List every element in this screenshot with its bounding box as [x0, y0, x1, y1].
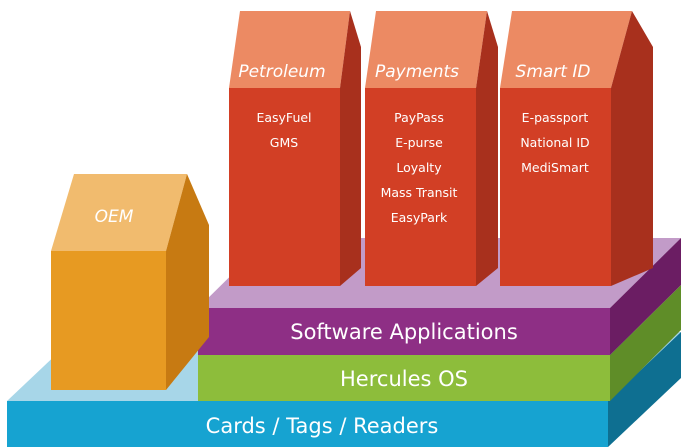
petroleum-item: EasyFuel	[256, 110, 311, 125]
os-layer-label: Hercules OS	[340, 367, 468, 391]
payments-item: E-purse	[395, 135, 443, 150]
layer-hercules-os: Hercules OS	[198, 285, 681, 401]
payments-item: EasyPark	[391, 210, 448, 225]
petroleum-roof	[229, 11, 350, 88]
oem-side	[166, 174, 209, 390]
oem-roof	[51, 174, 187, 251]
os-layer-side	[610, 285, 681, 401]
smart-id-roof	[500, 11, 632, 88]
smart-id-title: Smart ID	[516, 62, 591, 82]
payments-item: PayPass	[394, 110, 444, 125]
petroleum-front	[229, 88, 340, 286]
payments-side	[476, 11, 498, 286]
cards-layer-front	[7, 401, 608, 447]
payments-item: Mass Transit	[381, 185, 458, 200]
apps-layer-front	[198, 308, 610, 355]
oem-front	[51, 251, 166, 390]
payments-front	[365, 88, 476, 286]
smart-id-side	[611, 11, 653, 286]
smart-id-front	[500, 88, 611, 286]
cards-layer-side	[608, 332, 681, 447]
payments-item: Loyalty	[396, 160, 442, 175]
payments-title: Payments	[375, 62, 459, 82]
payments-roof	[365, 11, 487, 88]
petroleum-building: Petroleum EasyFuel GMS	[229, 11, 361, 286]
apps-layer-side	[610, 238, 681, 355]
smart-id-item: National ID	[520, 135, 589, 150]
os-layer-front	[198, 355, 610, 401]
petroleum-item: GMS	[270, 135, 298, 150]
smart-id-item: MediSmart	[521, 160, 589, 175]
smart-id-item: E-passport	[522, 110, 589, 125]
apps-layer-label: Software Applications	[290, 320, 518, 344]
oem-title: OEM	[95, 207, 134, 227]
cards-layer-label: Cards / Tags / Readers	[206, 414, 439, 438]
petroleum-side	[340, 11, 361, 286]
payments-building: Payments PayPass E-purse Loyalty Mass Tr…	[365, 11, 498, 286]
petroleum-title: Petroleum	[238, 62, 325, 82]
oem-building: OEM	[51, 174, 209, 390]
smart-id-building: Smart ID E-passport National ID MediSmar…	[500, 11, 653, 286]
